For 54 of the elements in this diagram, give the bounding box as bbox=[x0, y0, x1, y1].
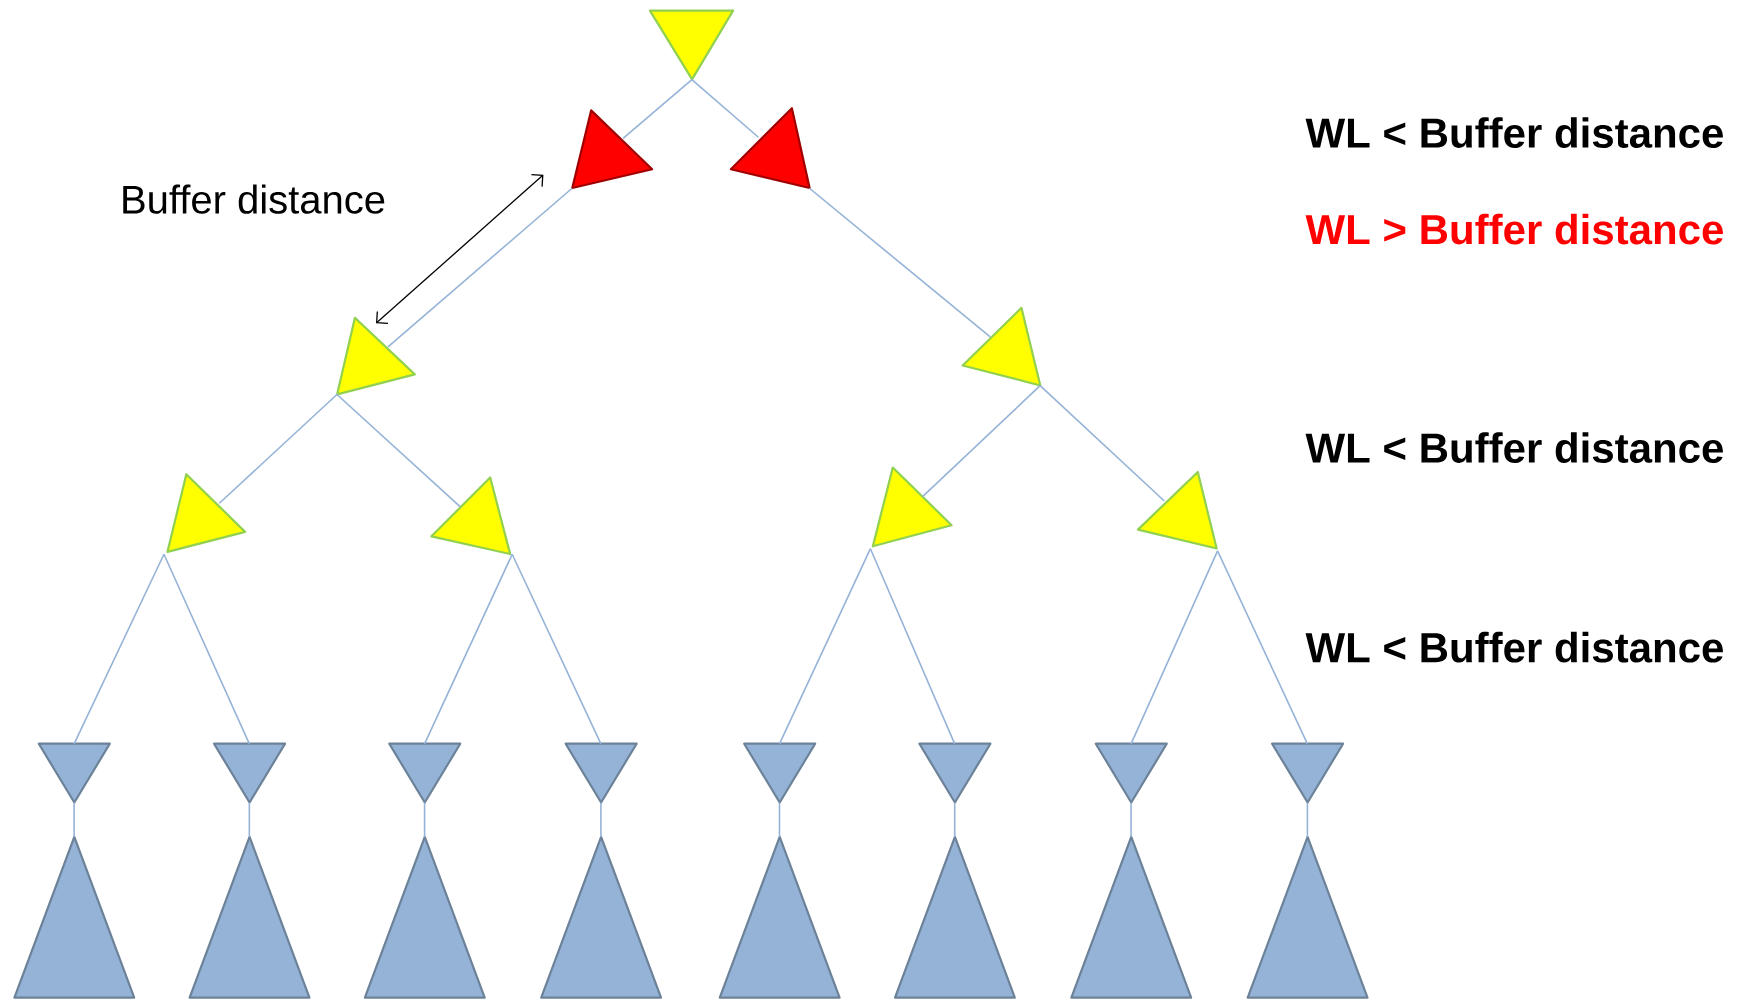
connector-line bbox=[1130, 550, 1219, 745]
buffer-triangle bbox=[1271, 742, 1345, 804]
load-triangle bbox=[893, 835, 1016, 999]
connector-line bbox=[953, 801, 956, 838]
load-triangle bbox=[1246, 835, 1369, 999]
connector-line bbox=[387, 187, 573, 348]
buffer-triangle bbox=[336, 316, 416, 396]
connector-line bbox=[248, 801, 251, 838]
connector-line bbox=[808, 187, 991, 338]
dimension-label: Buffer distance bbox=[123, 184, 385, 214]
connector-line bbox=[511, 553, 602, 745]
buffer-triangle bbox=[37, 742, 111, 804]
connector-line bbox=[73, 801, 75, 838]
buffer-triangle bbox=[388, 742, 462, 804]
condition-label: WL > Buffer distance bbox=[1305, 213, 1723, 245]
condition-label: WL < Buffer distance bbox=[1305, 117, 1723, 148]
connector-line bbox=[869, 547, 956, 745]
connector-line bbox=[336, 393, 461, 508]
load-triangle bbox=[363, 835, 486, 999]
connector-line bbox=[218, 393, 338, 505]
connector-line bbox=[1039, 384, 1166, 502]
buffer-triangle bbox=[564, 742, 638, 804]
load-triangle bbox=[718, 835, 841, 999]
buffer-triangle bbox=[166, 473, 247, 553]
connector-line bbox=[423, 553, 513, 745]
buffer-triangle bbox=[729, 107, 811, 190]
buffer-triangle bbox=[871, 466, 953, 548]
buffer-triangle bbox=[1136, 470, 1218, 550]
connector-line bbox=[163, 553, 251, 745]
load-triangle bbox=[1070, 835, 1193, 999]
load-triangle bbox=[540, 835, 663, 999]
condition-label: WL < Buffer distance bbox=[1305, 432, 1723, 463]
buffer-triangle bbox=[1094, 742, 1168, 804]
connector-line bbox=[1130, 801, 1132, 838]
buffer-triangle bbox=[648, 9, 735, 81]
connector-line bbox=[73, 553, 165, 745]
connector-line bbox=[921, 384, 1041, 498]
connector-line bbox=[778, 547, 872, 745]
connector-line bbox=[1216, 550, 1309, 745]
condition-label: WL < Buffer distance bbox=[1305, 631, 1723, 663]
buffer-triangle bbox=[212, 742, 287, 804]
buffer-triangle bbox=[430, 476, 512, 556]
buffer-triangle bbox=[743, 742, 817, 804]
load-triangle bbox=[188, 835, 311, 999]
buffer-triangle bbox=[571, 109, 654, 190]
connector-line bbox=[691, 78, 760, 139]
load-triangle bbox=[13, 835, 136, 999]
connector-line bbox=[423, 801, 426, 838]
connector-line bbox=[622, 78, 693, 140]
connector-line bbox=[600, 801, 602, 838]
buffer-triangle bbox=[918, 742, 992, 804]
connector-line bbox=[778, 801, 781, 838]
connector-line bbox=[1306, 801, 1309, 838]
buffer-triangle bbox=[961, 306, 1042, 387]
